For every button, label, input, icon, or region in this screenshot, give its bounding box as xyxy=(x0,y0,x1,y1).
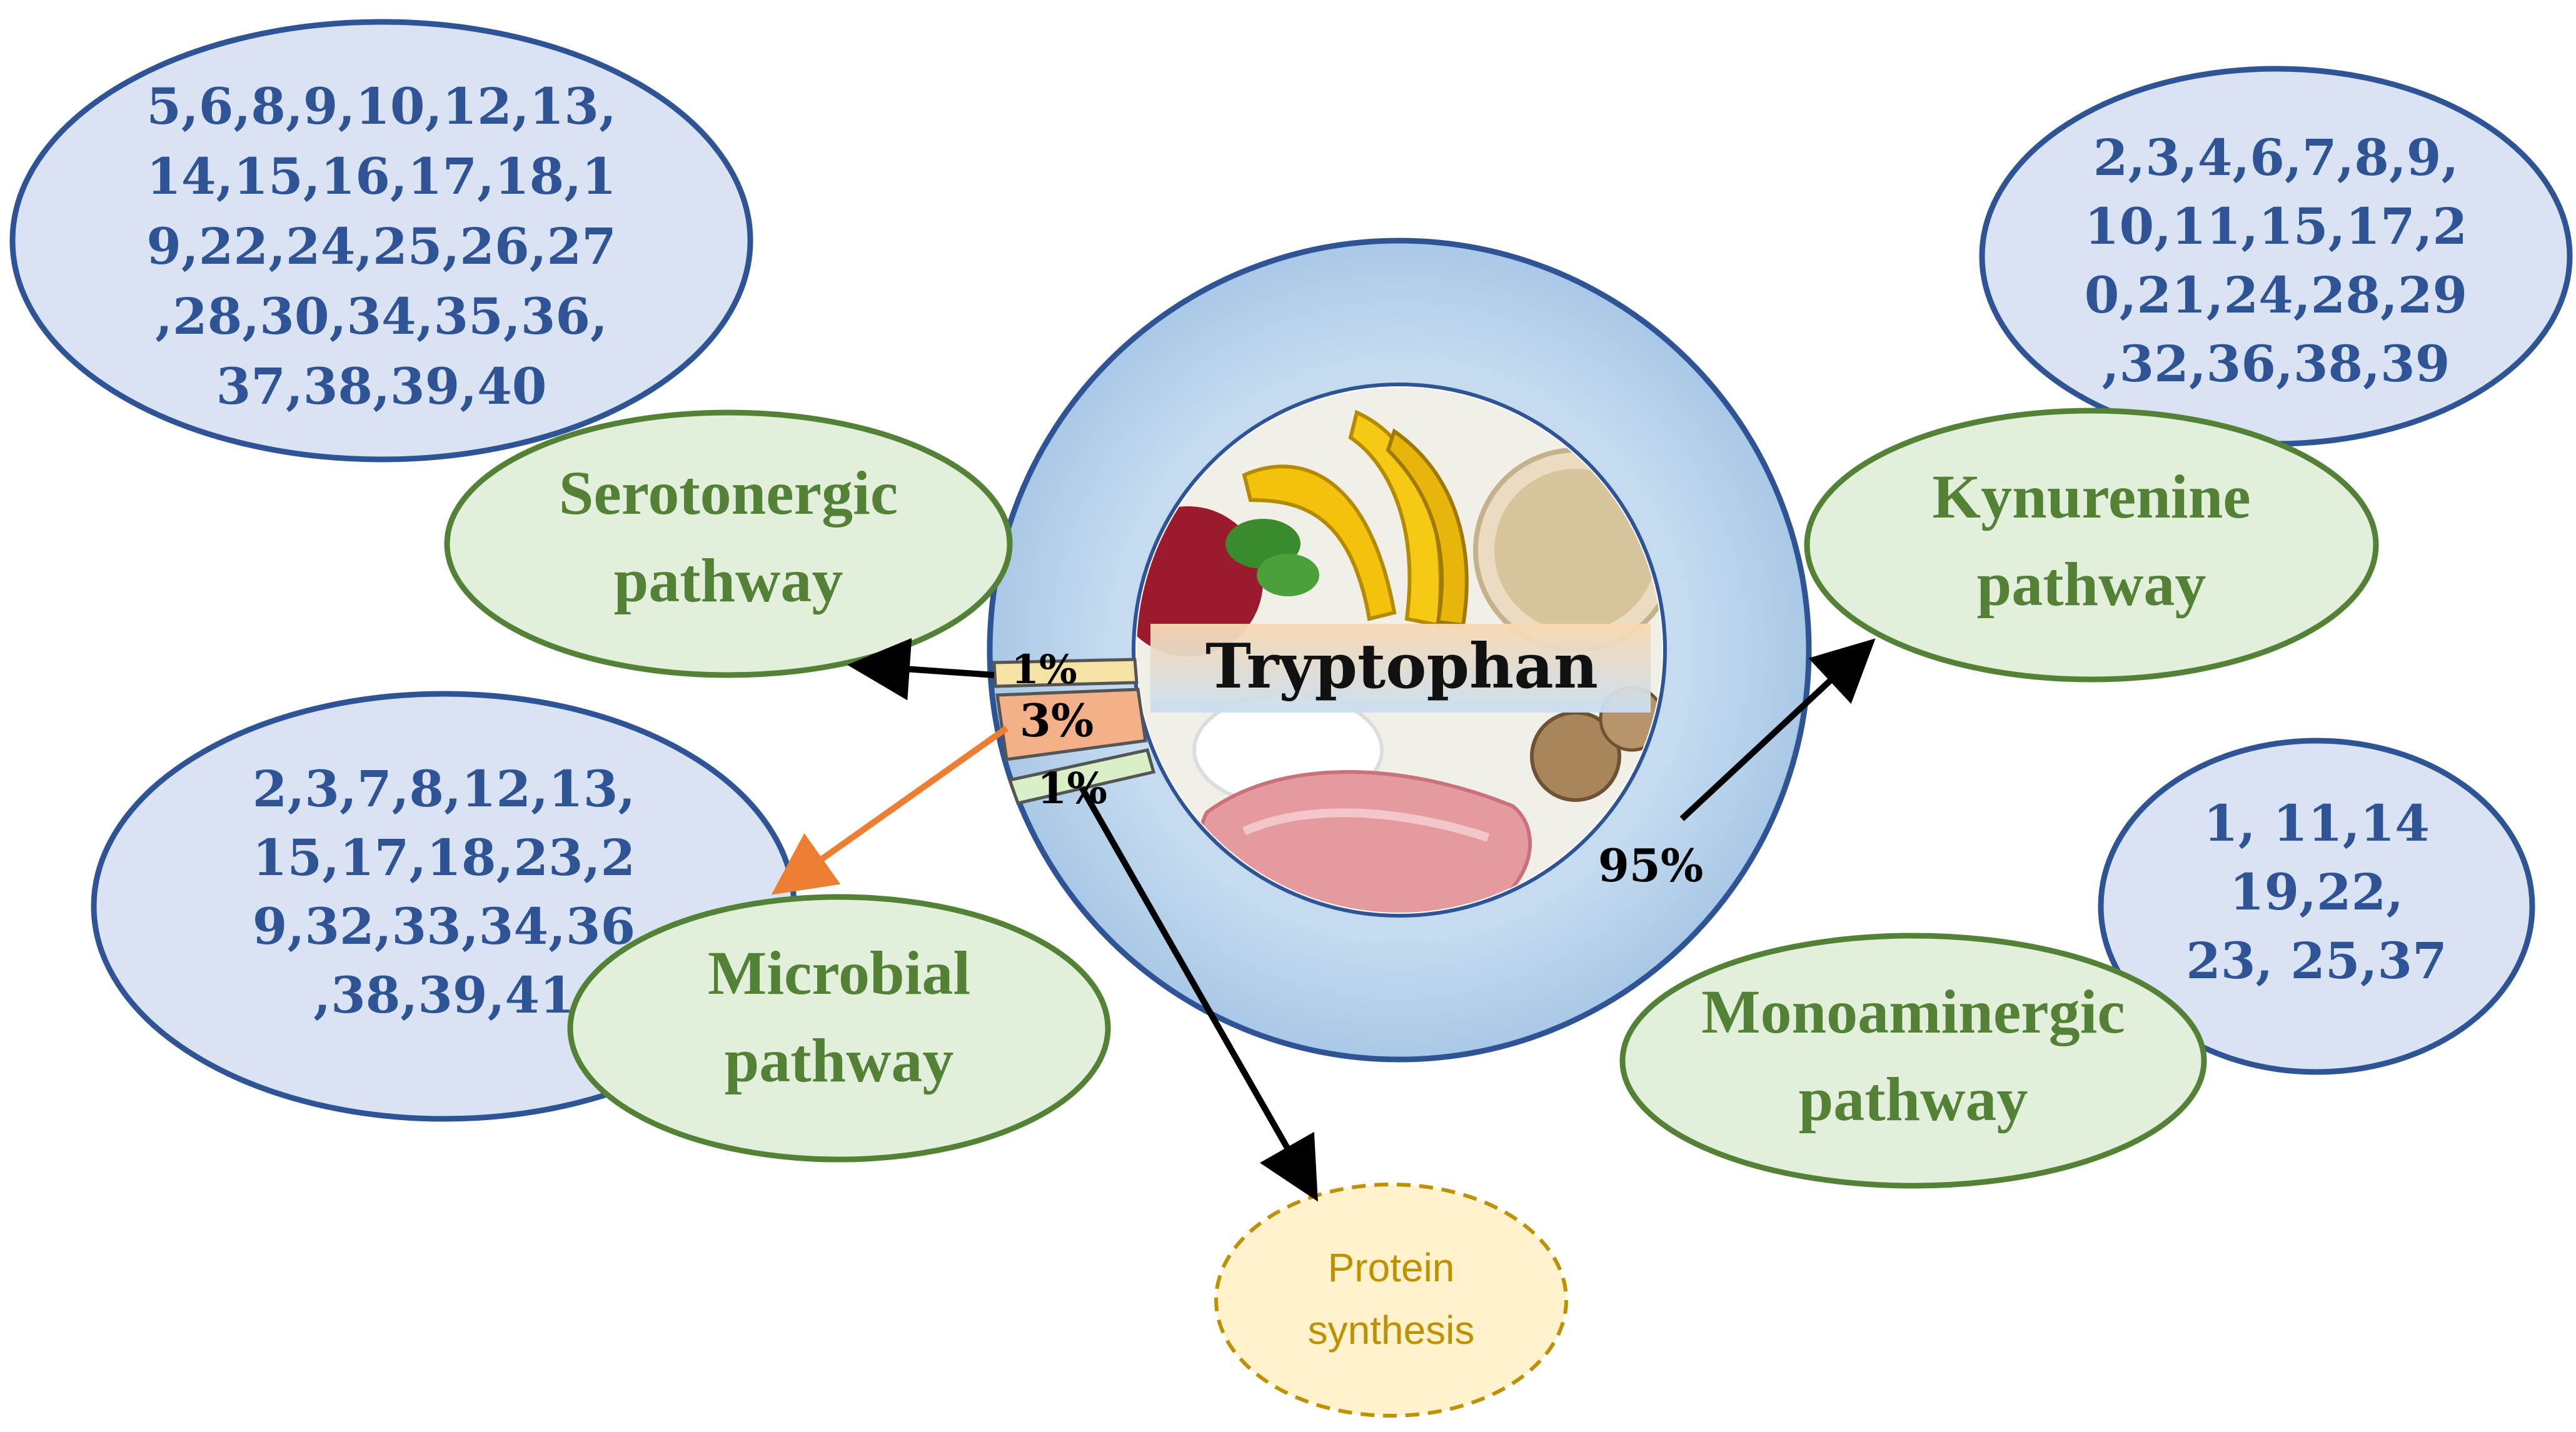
microbial-percent: 3% xyxy=(1020,694,1094,747)
reference-line: 5,6,8,9,10,12,13, xyxy=(146,77,616,136)
serotonergic-percent-tab: 1% xyxy=(992,646,1139,693)
serotonergic-arrow xyxy=(847,638,995,701)
reference-line: 23, 25,37 xyxy=(2186,931,2447,990)
kynurenine-percent: 95% xyxy=(1598,839,1704,892)
protein-percent: 1% xyxy=(1037,764,1107,814)
microbial-label-line2: pathway xyxy=(725,1026,954,1095)
reference-line: 10,11,15,17,2 xyxy=(2085,197,2467,256)
reference-line: 9,32,33,34,36 xyxy=(253,897,635,956)
kynurenine-references: 2,3,4,6,7,8,9, 10,11,15,17,2 0,21,24,28,… xyxy=(2085,128,2467,393)
reference-line: ,38,39,41 xyxy=(313,966,575,1024)
protein-synthesis-arrow xyxy=(1079,786,1318,1202)
monoaminergic-references: 1, 11,14 19,22, 23, 25,37 xyxy=(2186,794,2447,990)
kynurenine-label-line1: Kynurenine xyxy=(1932,462,2250,531)
serotonergic-references-ellipse xyxy=(9,19,753,463)
protein-label-line2: synthesis xyxy=(1308,1308,1475,1353)
reference-line: 2,3,7,8,12,13, xyxy=(253,759,635,818)
reference-line: 19,22, xyxy=(2230,863,2403,921)
reference-line: ,28,30,34,35,36, xyxy=(155,287,608,346)
reference-line: 15,17,18,23,2 xyxy=(253,828,635,887)
kynurenine-label-line2: pathway xyxy=(1977,549,2206,619)
reference-line: 2,3,4,6,7,8,9, xyxy=(2093,128,2459,187)
microbial-arrow xyxy=(771,725,1009,895)
reference-line: 0,21,24,28,29 xyxy=(2085,266,2467,324)
serotonergic-label-line1: Serotonergic xyxy=(559,458,898,528)
microbial-percent-tab: 3% xyxy=(995,688,1147,761)
kynurenine-pathway-node xyxy=(1804,408,2379,683)
microbial-pathway-node xyxy=(567,894,1111,1163)
microbial-references: 2,3,7,8,12,13, 15,17,18,23,2 9,32,33,34,… xyxy=(253,759,635,1024)
monoaminergic-pathway-node xyxy=(1619,933,2207,1189)
reference-line: ,32,36,38,39 xyxy=(2102,334,2450,393)
center-title: Tryptophan xyxy=(1205,631,1598,703)
title-band xyxy=(1150,624,1651,713)
reference-line: 9,22,24,25,26,27 xyxy=(146,217,616,276)
reference-line: 37,38,39,40 xyxy=(216,357,547,416)
serotonergic-percent: 1% xyxy=(1011,646,1077,693)
monoaminergic-references-ellipse xyxy=(2098,738,2535,1075)
serotonergic-label-line2: pathway xyxy=(614,546,843,615)
protein-percent-tab: 1% xyxy=(1007,748,1156,814)
serotonergic-references: 5,6,8,9,10,12,13, 14,15,16,17,18,1 9,22,… xyxy=(146,77,616,416)
serotonergic-pathway-node xyxy=(444,409,1013,678)
reference-line: 1, 11,14 xyxy=(2203,794,2430,853)
microbial-label-line1: Microbial xyxy=(708,938,970,1008)
kynurenine-arrow xyxy=(1679,638,1876,821)
protein-synthesis-node xyxy=(1214,1183,1568,1418)
protein-label-line1: Protein xyxy=(1328,1245,1455,1290)
reference-line: 14,15,16,17,18,1 xyxy=(146,147,616,206)
monoaminergic-label-line1: Monoaminergic xyxy=(1701,977,2125,1046)
monoaminergic-label-line2: pathway xyxy=(1799,1064,2028,1134)
